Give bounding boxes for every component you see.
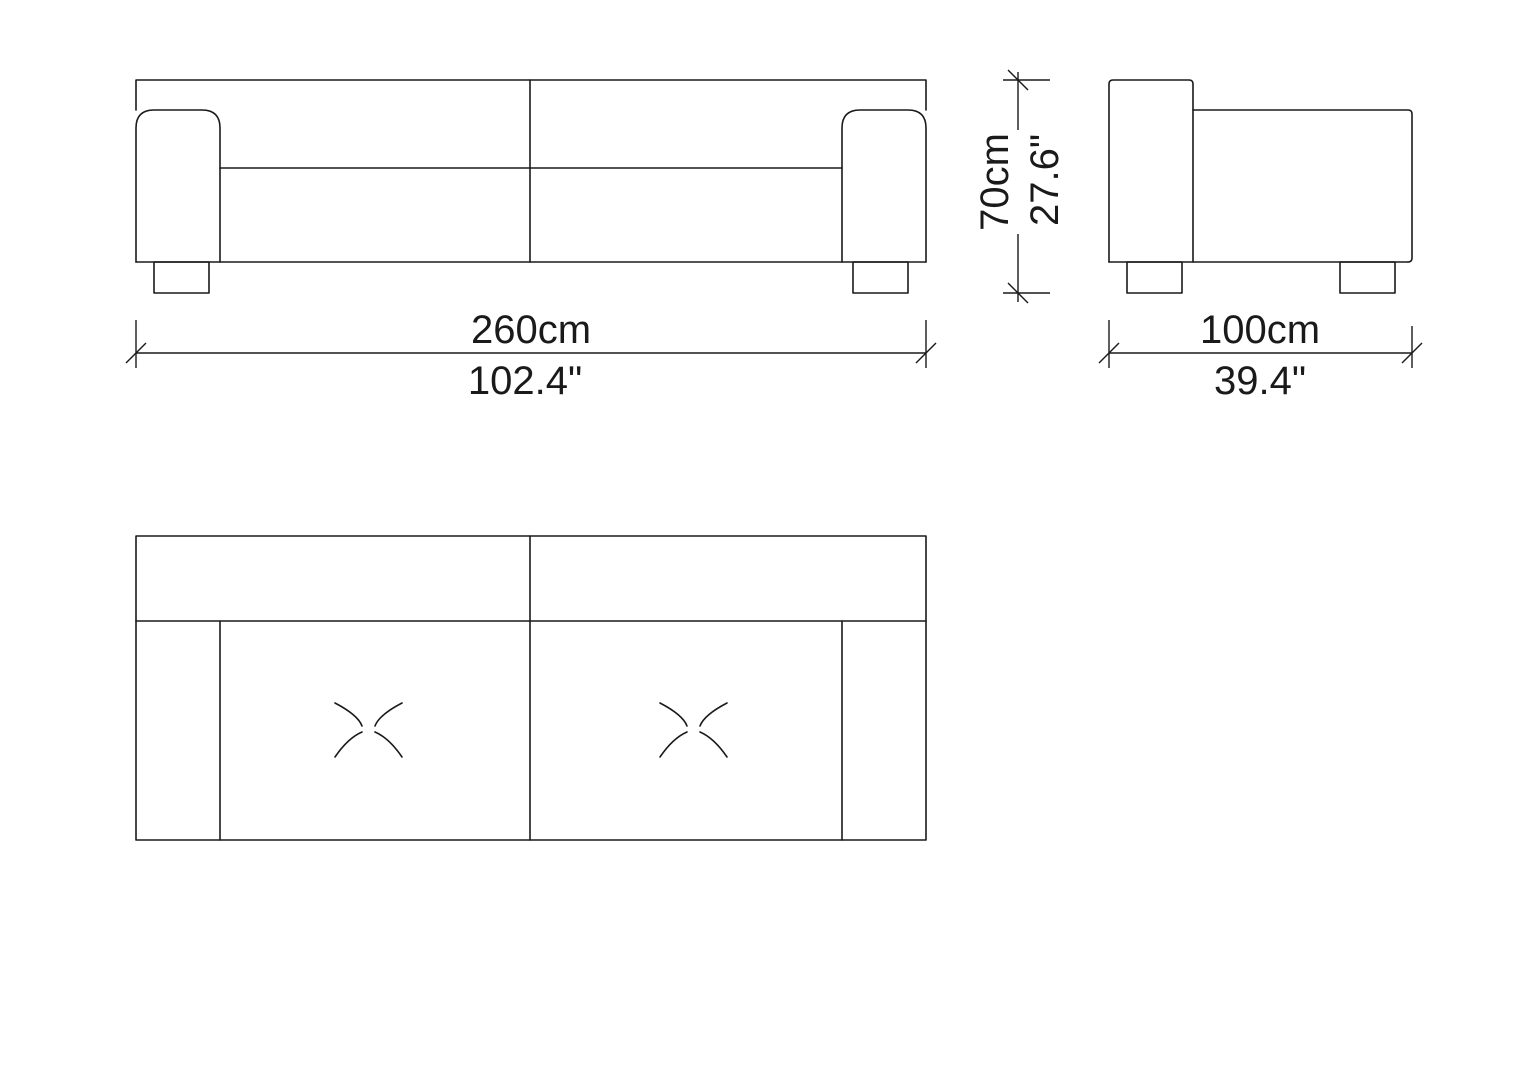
front-left-armrest — [135, 109, 221, 263]
right-cushion-tuft-mark — [659, 702, 728, 758]
depth-dimension: 100cm 39.4" — [1098, 308, 1423, 403]
side-backrest — [1108, 79, 1194, 263]
side-seat — [1192, 109, 1413, 263]
width-imperial-label: 102.4" — [468, 359, 582, 403]
front-right-leg — [852, 261, 909, 294]
top-outline — [135, 535, 927, 841]
side-left-leg — [1126, 261, 1183, 294]
width-metric-label: 260cm — [471, 308, 591, 352]
depth-metric-label: 100cm — [1200, 308, 1320, 352]
side-view — [1108, 79, 1413, 294]
front-right-armrest — [841, 109, 927, 263]
side-right-leg — [1339, 261, 1396, 294]
height-imperial-label: 27.6" — [1023, 134, 1067, 226]
front-backrest-outline — [135, 79, 927, 111]
depth-imperial-label: 39.4" — [1214, 359, 1306, 403]
front-left-leg — [153, 261, 210, 294]
left-cushion-tuft-mark — [334, 702, 403, 758]
width-dimension: 260cm 102.4" — [125, 308, 937, 403]
height-dimension: 70cm 27.6" — [973, 69, 1067, 304]
top-view — [135, 535, 927, 841]
front-view — [135, 79, 927, 294]
height-metric-label: 70cm — [973, 133, 1017, 231]
